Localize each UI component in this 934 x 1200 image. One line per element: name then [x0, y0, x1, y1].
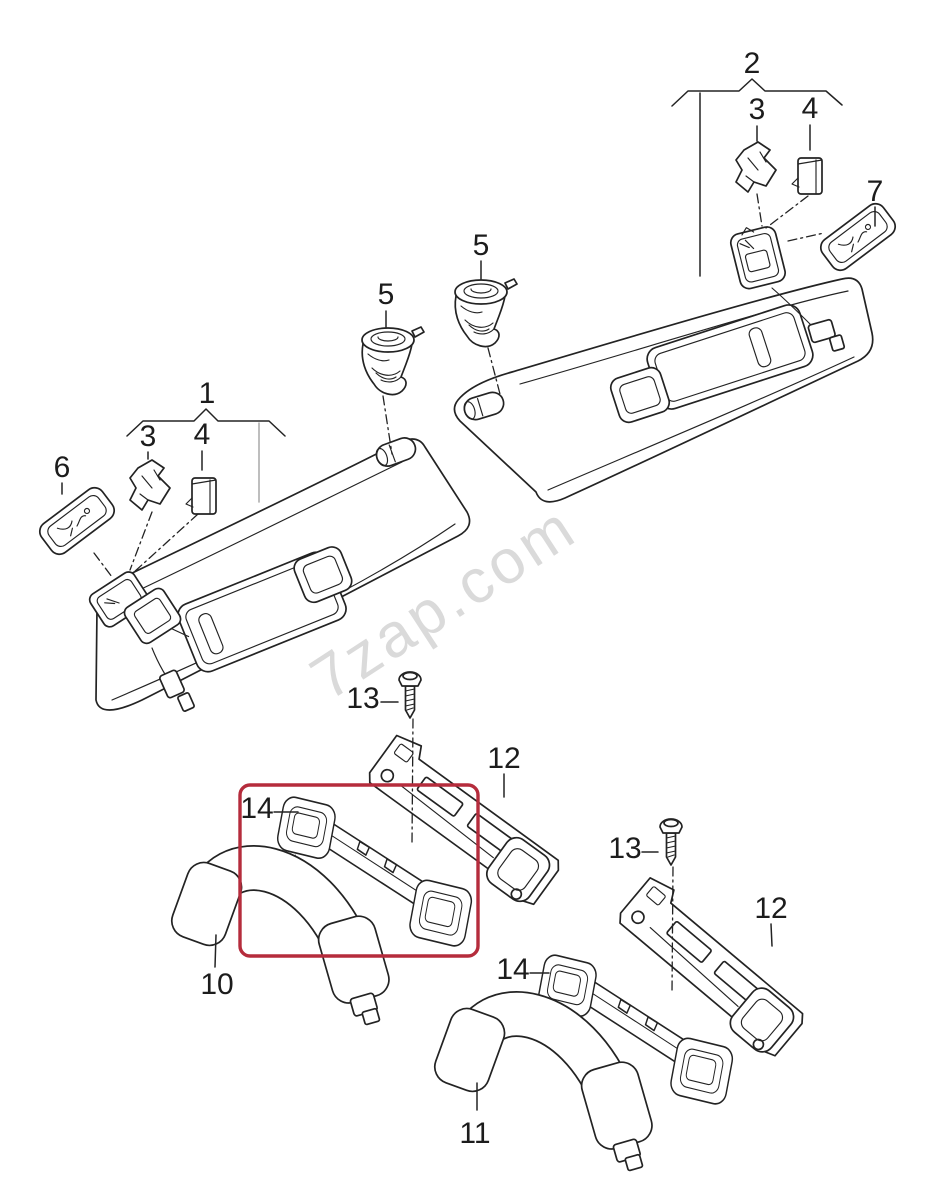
visor-hinge-left — [88, 571, 190, 645]
callout-4-left: 4 — [194, 418, 211, 451]
callout-2: 2 — [744, 47, 761, 80]
sun-visor-right — [453, 226, 874, 503]
leader-10 — [214, 934, 217, 968]
visor-cutout-left — [293, 546, 353, 604]
dash-6 — [93, 552, 113, 578]
dash-3-left — [129, 511, 153, 571]
callout-12-rear: 12 — [754, 892, 787, 925]
swivel-mount-right — [454, 278, 518, 348]
screw-front — [398, 671, 422, 719]
callout-6: 6 — [54, 451, 71, 484]
callout-14-rear: 14 — [496, 953, 529, 986]
swivel-mount-left — [361, 326, 425, 396]
leader-12-rear — [770, 923, 773, 947]
visor-rod-sleeve-left — [375, 437, 417, 467]
callout-11: 11 — [459, 1117, 490, 1150]
visor-hinge-right — [729, 226, 787, 290]
leader-lines — [61, 78, 876, 1111]
spacer-top — [791, 157, 823, 195]
retaining-clip-top — [735, 141, 777, 193]
visor-cutout-right — [609, 366, 671, 424]
callout-12-front: 12 — [487, 742, 520, 775]
callout-1: 1 — [199, 377, 216, 410]
callout-7: 7 — [867, 175, 884, 208]
callout-3-left: 3 — [140, 420, 157, 453]
callout-14-front: 14 — [240, 792, 273, 825]
dash-7 — [787, 232, 825, 242]
group-bracket-1 — [126, 408, 286, 437]
callout-13-rear: 13 — [608, 832, 641, 865]
visor-connector-left — [159, 669, 195, 712]
callout-4-top: 4 — [802, 92, 819, 125]
visor-wire-right — [771, 287, 813, 327]
retaining-clip-left — [129, 459, 171, 511]
callout-10: 10 — [200, 968, 233, 1001]
grab-handle-front — [167, 858, 393, 1027]
group-bracket-2 — [671, 78, 843, 107]
callout-5-left: 5 — [378, 278, 395, 311]
mounting-plate-left — [34, 482, 120, 560]
callout-3-top: 3 — [749, 93, 766, 126]
callout-13-front: 13 — [346, 682, 379, 715]
visor-connector-right — [807, 318, 846, 352]
dash-13-rear — [671, 866, 674, 993]
dash-4-left — [132, 513, 199, 574]
callout-5-right: 5 — [473, 229, 490, 262]
sun-visor-left — [88, 437, 471, 712]
dash-5-right — [487, 347, 501, 395]
screw-rear — [659, 818, 683, 866]
mounting-plate-right — [815, 198, 901, 276]
callouts: 1 2 3 4 7 5 5 3 4 6 13 12 14 10 13 12 14… — [54, 47, 884, 1150]
spacer-left — [185, 477, 217, 515]
visor-rod-sleeve-right — [463, 391, 505, 421]
dash-13-front — [411, 718, 414, 844]
dash-3-top — [756, 193, 763, 227]
highlight-box-part-14 — [238, 783, 480, 958]
dash-4-top — [765, 195, 809, 229]
